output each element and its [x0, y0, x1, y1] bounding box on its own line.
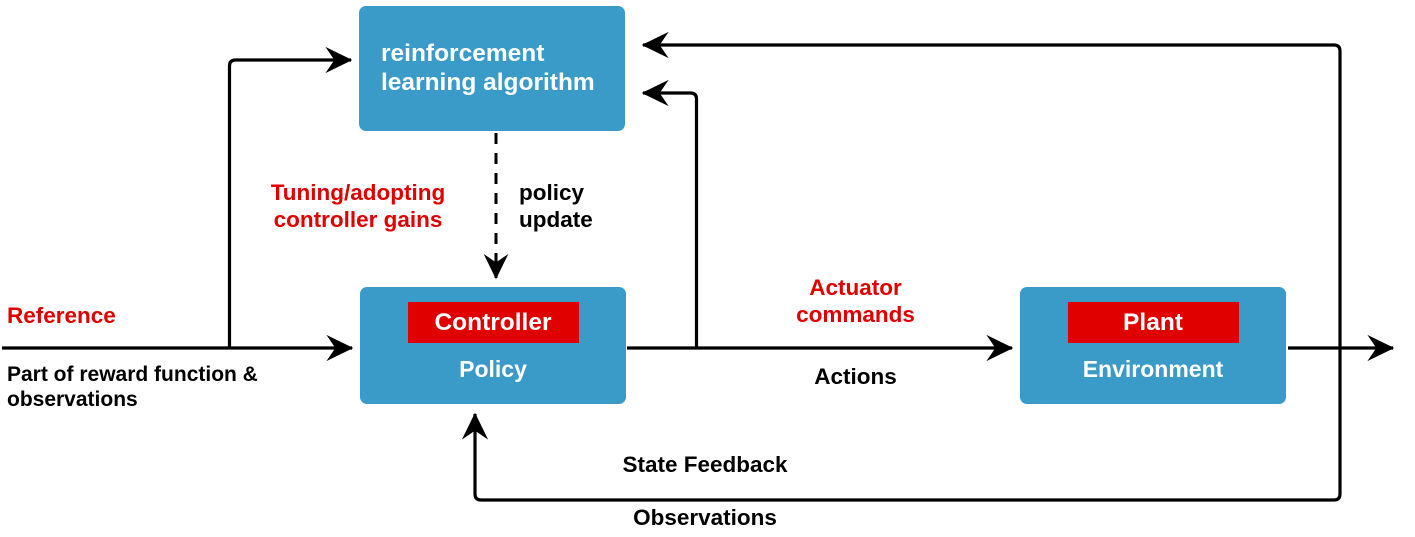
caption-actions: Actions [814, 364, 897, 389]
block-plant-label: Environment [1082, 356, 1224, 382]
caption-actuator-commands: Actuator commands [796, 275, 915, 327]
caption-state-feedback: State Feedback [622, 452, 788, 477]
caption-tuning-controller-gains: Tuning/adopting controller gains [270, 180, 446, 232]
block-plant-chip: Plant [1067, 302, 1239, 343]
edge-reference-branch-to-rl [227, 46, 353, 348]
edge-plant-feedback-to-rl [641, 31, 1342, 348]
block-controller-label: Policy [459, 356, 527, 382]
caption-observations: Observations [633, 505, 777, 530]
block-rl-algorithm: reinforcement learning algorithm [359, 6, 625, 131]
block-plant: Plant Environment [1020, 287, 1286, 404]
block-controller-chip: Controller [407, 302, 579, 343]
caption-reference: Reference [7, 303, 116, 328]
block-rl-algorithm-label: reinforcement learning algorithm [381, 40, 595, 96]
block-controller: Controller Policy [360, 287, 626, 404]
caption-policy-update: policy update [519, 180, 593, 232]
edge-actions-branch-to-rl [641, 79, 699, 348]
caption-reward-function-observations: Part of reward function & observations [7, 363, 258, 411]
edge-plant-feedback-to-controller [461, 348, 1342, 502]
